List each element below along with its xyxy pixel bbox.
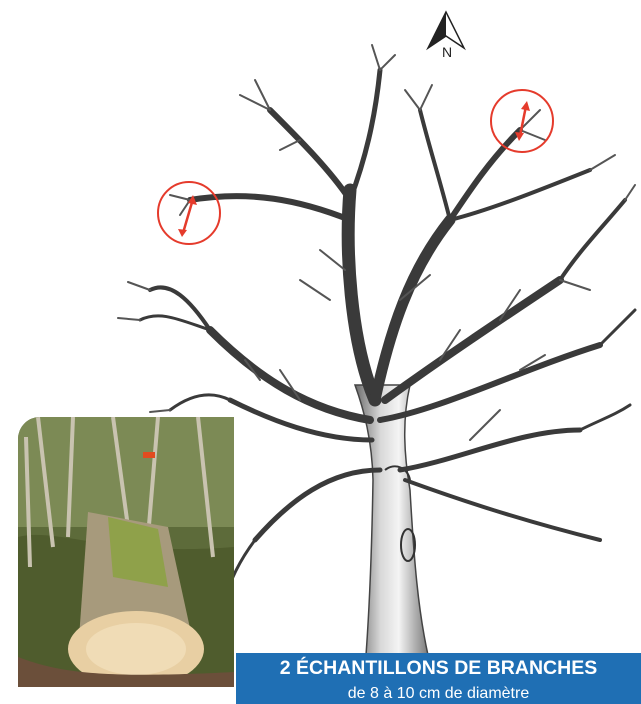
banner-title: 2 ÉCHANTILLONS DE BRANCHES <box>236 657 641 680</box>
sample-marker-left <box>158 182 220 244</box>
north-label: N <box>442 44 452 60</box>
sampling-banner: 2 ÉCHANTILLONS DE BRANCHES de 8 à 10 cm … <box>236 653 641 704</box>
felled-log-photo <box>18 417 234 687</box>
sample-marker-right <box>491 90 553 152</box>
tree-trunk <box>355 385 428 655</box>
banner-subtitle: de 8 à 10 cm de diamètre <box>236 685 641 703</box>
